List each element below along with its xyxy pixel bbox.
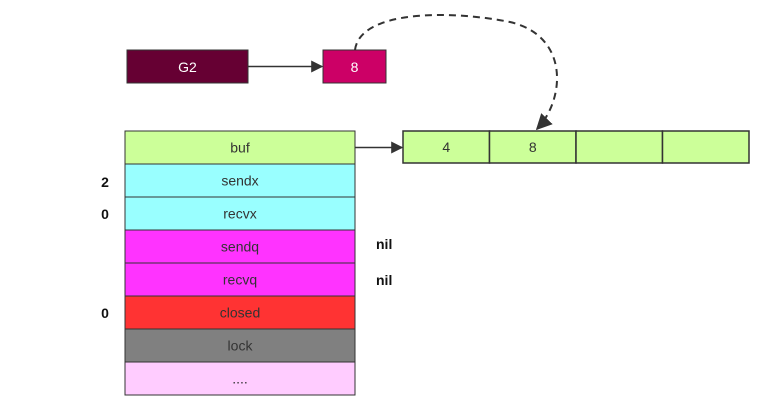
field-recvx: recvx (124, 196, 356, 231)
field-label: sendq (221, 239, 259, 255)
buffer-slot: 4 (402, 130, 491, 164)
goroutine-label: G2 (178, 59, 197, 75)
buffer-slot-box (402, 130, 491, 164)
hchan-struct: buf sendx recvx sendq recvq closed lock.... (124, 130, 356, 396)
sent-value-box (322, 49, 387, 84)
sent-value-node: 8 (322, 49, 387, 84)
sent-value-label: 8 (351, 59, 359, 75)
field-box (124, 130, 356, 165)
value-copy-dashed-arrow (354, 14, 558, 131)
field-recvq: recvq (124, 262, 356, 297)
field-ellipsis: .... (124, 361, 356, 396)
field-box (124, 163, 356, 198)
field-label: sendx (221, 173, 258, 189)
sendq-value: nil (376, 236, 392, 252)
closed-value: 0 (101, 305, 109, 321)
sendx-value: 2 (101, 174, 109, 190)
buffer-slot (575, 130, 664, 164)
field-label: .... (232, 371, 248, 387)
buffer-slot: 8 (488, 130, 577, 164)
goroutine-box (126, 49, 249, 84)
field-label: closed (220, 305, 260, 321)
field-box (124, 262, 356, 297)
buffer-slot-box (575, 130, 664, 164)
buffer-slot-box (488, 130, 577, 164)
buffer-slot-value: 8 (529, 139, 537, 155)
field-closed: closed (124, 295, 356, 330)
field-box (124, 196, 356, 231)
field-buf: buf (124, 130, 356, 165)
field-label: recvx (223, 206, 256, 222)
field-box (124, 361, 356, 396)
field-label: lock (228, 338, 254, 354)
buffer-slot-value: 4 (442, 139, 450, 155)
recvq-value: nil (376, 272, 392, 288)
field-sendx: sendx (124, 163, 356, 198)
buffer-slot-box (661, 130, 750, 164)
buffer-slot (661, 130, 750, 164)
field-lock: lock (124, 328, 356, 363)
field-box (124, 229, 356, 264)
field-label: buf (230, 140, 250, 156)
goroutine-node: G2 (126, 49, 249, 84)
field-sendq: sendq (124, 229, 356, 264)
field-label: recvq (223, 272, 257, 288)
recvx-value: 0 (101, 206, 109, 222)
